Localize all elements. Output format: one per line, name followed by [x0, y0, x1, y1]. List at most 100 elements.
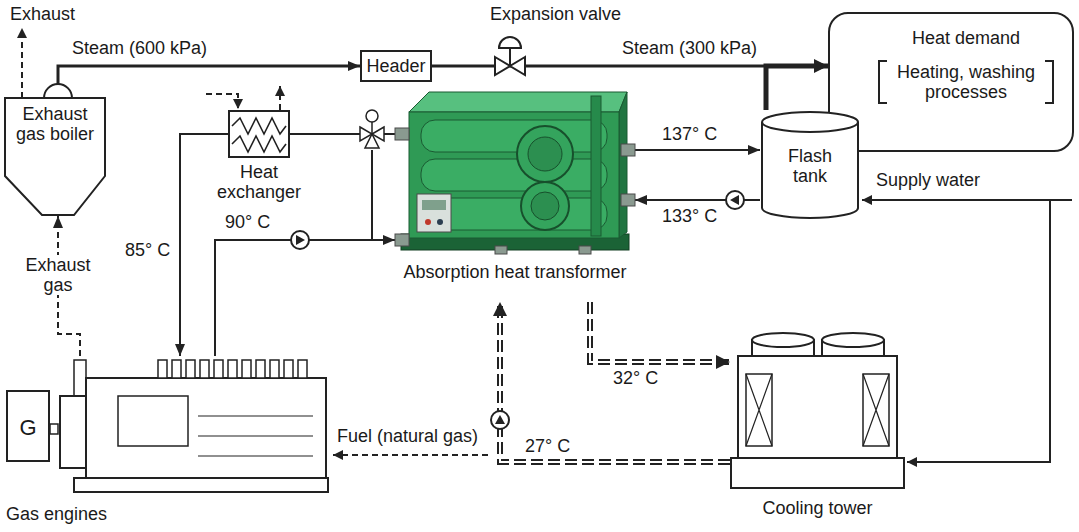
drawing-part	[395, 234, 409, 246]
arrow-head	[814, 59, 828, 73]
pump-symbol	[726, 191, 744, 209]
arrow-head	[383, 235, 395, 245]
annotation-label: Expansion valve	[488, 4, 623, 24]
drawing-part	[621, 144, 635, 156]
arrow-head	[348, 61, 360, 71]
drawing-part	[417, 194, 451, 232]
drawing-part	[731, 458, 904, 488]
drawing-part	[229, 111, 289, 157]
drawing-part	[44, 84, 72, 98]
exhaust-gas-boiler-outline	[4, 84, 106, 216]
drawing-part	[437, 219, 443, 225]
flow-label: 85° C	[123, 240, 172, 260]
drawing-part	[422, 200, 446, 210]
exhaust-line	[21, 28, 23, 98]
drawing-part	[517, 126, 573, 182]
arrow-head	[175, 344, 185, 356]
heat-exchanger-caption: Heat exchanger	[204, 162, 314, 202]
valve-actuator	[499, 37, 521, 48]
valve-actuator	[366, 110, 378, 122]
pipe-connector	[215, 235, 395, 356]
pipe-connector	[175, 134, 228, 356]
pump-casing	[726, 191, 744, 209]
pipe-connector	[766, 59, 828, 110]
flow-label: Exhaust gas	[16, 255, 100, 295]
connector-line	[500, 302, 730, 462]
cooling-water-connector	[590, 302, 730, 369]
flow-label: 133° C	[660, 206, 719, 226]
header-label: Header	[362, 56, 430, 76]
exhaust-gas-boiler: Exhaust gas boiler	[4, 84, 106, 216]
pump-casing	[491, 411, 509, 429]
heat-exchanger: Heat exchanger	[228, 110, 290, 158]
drawing-part	[591, 96, 601, 236]
flow-label: Steam (600 kPa)	[70, 38, 209, 58]
drawing-part	[822, 333, 884, 347]
flue-gas-out-line	[279, 86, 281, 110]
expansion-valve-symbol	[495, 37, 525, 75]
absorption-heat-transformer: Absorption heat transformer	[395, 82, 635, 302]
pump-symbol	[291, 231, 309, 249]
header-box: Header	[360, 50, 432, 82]
valve-body	[495, 57, 510, 75]
drawing-part	[863, 374, 889, 446]
flow-label: 137° C	[660, 124, 719, 144]
flue-gas-in-line	[206, 94, 238, 109]
drawing-part	[158, 360, 167, 378]
pump-arrow	[730, 195, 739, 205]
connector-line	[590, 302, 730, 362]
drawing-part	[409, 112, 619, 238]
drawing-part	[200, 360, 209, 378]
drawing-part	[762, 122, 858, 218]
connector-line	[215, 240, 395, 356]
generator-label: G	[8, 415, 48, 441]
drawing-part	[395, 128, 409, 140]
drawing-part	[214, 360, 223, 378]
bypass-pipe	[371, 150, 373, 240]
drawing-part	[284, 360, 293, 378]
cooling-tower-outline	[730, 330, 905, 495]
drawing-part	[762, 112, 858, 132]
drawing-part	[256, 360, 265, 378]
gas-engine: Gas engines	[58, 356, 330, 501]
drawing-part	[738, 356, 897, 460]
fuel-line	[333, 454, 488, 456]
drawing-part	[746, 374, 772, 446]
valve-stem	[509, 48, 511, 66]
drawing-part	[186, 360, 195, 378]
connector-line-inner	[500, 302, 730, 462]
arrow-head	[635, 195, 647, 205]
drawing-part	[421, 159, 607, 191]
drawing-part	[232, 118, 286, 134]
valve-body	[510, 57, 525, 75]
pump-casing	[291, 231, 309, 249]
pipe-connector	[635, 145, 760, 155]
drawing-part	[86, 378, 326, 478]
drawing-part	[579, 246, 591, 254]
drawing-part	[172, 360, 181, 378]
arrow-head	[53, 216, 63, 228]
makeup-water-pipe	[907, 200, 1050, 462]
heat-exchanger-outline	[228, 110, 290, 158]
drawing-part	[531, 192, 559, 220]
annotation-label: Exhaust	[8, 4, 77, 24]
drawing-part	[74, 360, 86, 396]
cooling-water-connector	[493, 302, 730, 462]
arrow-head	[493, 302, 507, 316]
cooling-tower: Cooling tower	[730, 330, 905, 495]
boiler-label: Exhaust gas boiler	[13, 104, 97, 144]
cooling-tower-caption: Cooling tower	[730, 498, 905, 518]
drawing-part	[74, 478, 328, 492]
drawing-part	[746, 374, 772, 446]
pump-arrow	[495, 415, 505, 424]
valve-stem	[371, 122, 373, 134]
drawing-part	[425, 219, 431, 225]
flow-label: 32° C	[611, 368, 660, 388]
annotation-label: Fuel (natural gas)	[335, 426, 480, 446]
connector-line-inner	[590, 302, 730, 362]
drawing-part	[5, 98, 105, 215]
drawing-part	[232, 136, 286, 152]
arrow-head	[748, 145, 760, 155]
drawing-part	[242, 360, 251, 378]
drawing-part	[621, 194, 635, 206]
